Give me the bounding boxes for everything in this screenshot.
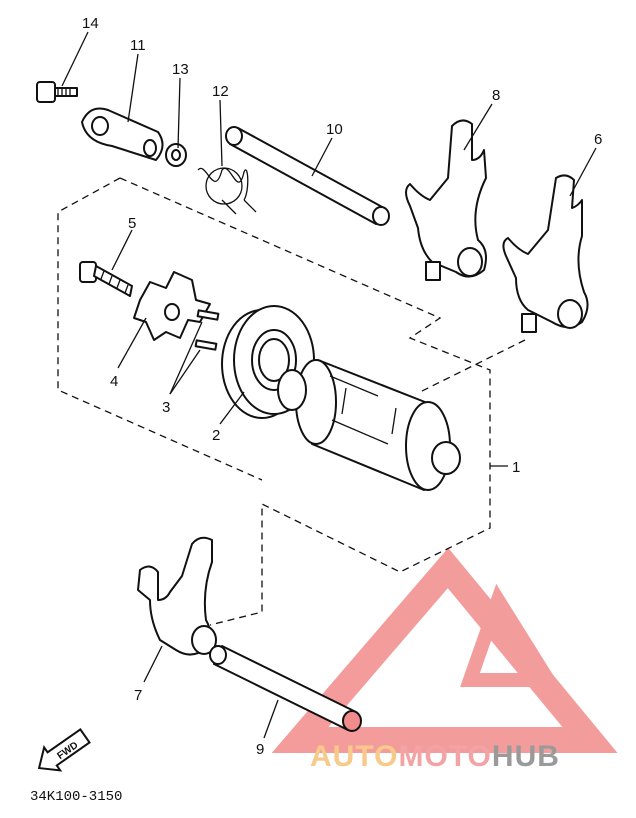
screw-5 [79, 261, 133, 297]
callout-13: 13 [172, 61, 189, 78]
shift-lever-11 [81, 107, 164, 161]
callout-14: 14 [82, 15, 99, 32]
callout-3: 3 [162, 399, 170, 416]
callout-11: 11 [130, 37, 146, 54]
bolt-14 [36, 81, 78, 103]
shift-fork-8 [405, 119, 487, 281]
watermark-hub: HUB [492, 740, 560, 773]
segment-4 [133, 271, 211, 341]
callout-1: 1 [512, 459, 520, 476]
assembly-outline-left [57, 177, 263, 481]
svg-text:AUTOMOTOHUB: AUTOMOTOHUB [310, 740, 560, 773]
guide-line-6 [419, 339, 526, 393]
shaft-10 [225, 126, 390, 226]
pins-3 [194, 309, 220, 351]
washer-13 [165, 143, 187, 167]
part-code: 34K100-3150 [30, 789, 122, 805]
callout-9: 9 [256, 741, 264, 758]
shift-fork-6 [502, 174, 589, 333]
callout-6: 6 [594, 131, 602, 148]
watermark-auto: AUTO [310, 740, 398, 773]
shift-drum-1 [277, 359, 461, 491]
spring-12 [197, 167, 257, 215]
fwd-arrow: FWD [37, 727, 91, 772]
callout-5: 5 [128, 215, 136, 232]
watermark-logo [271, 547, 618, 753]
callout-12: 12 [212, 83, 229, 100]
callout-2: 2 [212, 427, 220, 444]
shift-fork-7 [137, 536, 217, 656]
assembly-outline [119, 177, 491, 626]
callout-8: 8 [492, 87, 500, 104]
callout-labels: 14 11 13 12 10 8 6 5 4 3 2 1 7 9 [82, 15, 602, 758]
callout-7: 7 [134, 687, 142, 704]
callout-10: 10 [326, 121, 343, 138]
leader-lines [61, 31, 597, 739]
watermark-text: AUTOMOTOHUB [310, 740, 560, 773]
callout-4: 4 [110, 373, 118, 390]
watermark-moto: MOTO [398, 740, 491, 773]
shaft-9 [209, 645, 362, 732]
